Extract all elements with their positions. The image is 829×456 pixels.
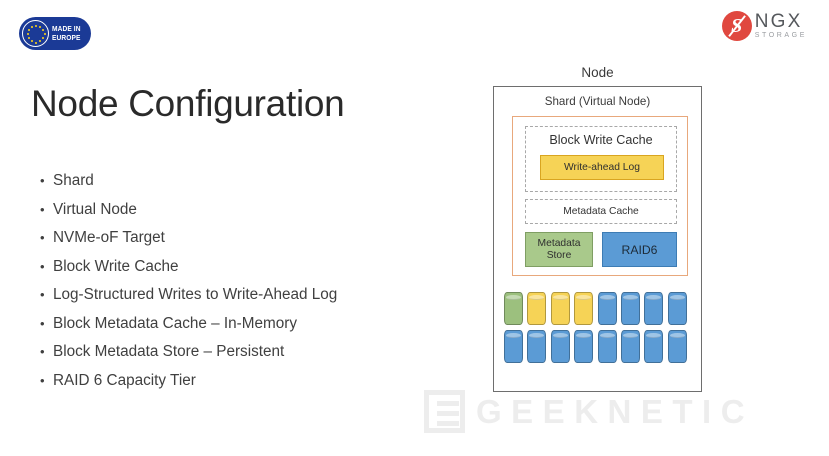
page-title: Node Configuration [31,83,345,124]
disk-cylinder [504,330,523,363]
raid6-box: RAID6 [602,232,677,267]
diagram-shard-container: Block Write Cache Write-ahead Log Metada… [512,116,688,276]
bullet-dot-icon: • [40,201,45,217]
diagram-node-container: Shard (Virtual Node) Block Write Cache W… [493,86,702,392]
bullet-dot-icon: • [40,287,45,302]
disk-cylinder [527,292,547,325]
doc-line [437,411,459,416]
ngx-circle-s-icon: S [721,11,752,41]
watermark-text: GEEKNETIC [476,392,755,430]
disk-cylinder [574,330,594,363]
list-item: • Block Write Cache [40,258,460,287]
disk-cylinder [597,330,617,363]
eu-star-icon [30,40,33,43]
bullet-list: • Shard • Virtual Node • NVMe-oF Target … [40,172,460,400]
bullet-dot-icon: • [40,344,45,359]
write-ahead-log-box: Write-ahead Log [540,155,664,180]
eu-star-icon [39,40,42,43]
list-item: • NVMe-oF Target [40,229,460,258]
disk-cylinder [574,292,594,325]
bullet-label: Virtual Node [53,200,137,218]
list-item: • Log-Structured Writes to Write-Ahead L… [40,286,460,315]
eu-badge-text: MADE IN EUROPE [52,24,81,42]
metadata-cache-box: Metadata Cache [525,199,677,224]
bullet-label: Block Metadata Cache – In-Memory [53,314,298,332]
bullet-label: NVMe-oF Target [53,229,165,246]
disk-cylinder [667,330,687,363]
ngx-brand-name: NGX [754,11,803,32]
eu-badge-line1: MADE IN [52,24,81,34]
bullet-dot-icon: • [40,230,45,245]
block-write-cache-label: Block Write Cache [549,133,653,147]
eu-star-icon [27,28,30,31]
disk-cylinder [597,292,617,325]
eu-stars-icon [22,20,49,47]
eu-star-icon [35,24,37,27]
eu-star-icon [26,33,29,35]
bullet-dot-icon: • [40,315,45,331]
doc-line [437,421,459,426]
eu-star-icon [27,37,30,40]
ngx-brand-subtitle: STORAGE [754,32,807,39]
ngx-mark-letter: S [731,14,743,37]
eu-star-icon [43,33,46,35]
bullet-label: Block Metadata Store – Persistent [53,343,285,360]
metadata-store-box: Metadata Store [525,232,593,267]
list-item: • Shard [40,172,460,201]
diagram-shard-label: Shard (Virtual Node) [544,95,651,108]
bullet-dot-icon: • [40,173,45,188]
disk-cylinder [644,330,664,363]
bullet-dot-icon: • [40,372,45,388]
bullet-label: Log-Structured Writes to Write-Ahead Log [53,286,338,303]
eu-star-icon [42,37,45,40]
eu-badge-line2: EUROPE [52,32,81,42]
diagram-node-label: Node [581,65,614,80]
disk-cylinder [504,292,523,325]
geeknetic-watermark: GEEKNETIC [424,390,754,433]
eu-star-icon [30,25,33,28]
diagram-block-write-cache-box: Block Write Cache Write-ahead Log [525,126,677,192]
list-item: • Virtual Node [40,201,460,230]
disk-cylinder [550,292,570,325]
eu-star-icon [39,25,42,28]
ngx-wordmark: NGX STORAGE [755,12,807,40]
disk-cylinder [620,330,640,363]
bullet-dot-icon: • [40,258,45,274]
disk-row-1 [504,292,694,325]
eu-star-icon [35,41,37,44]
ngx-storage-logo: S NGX STORAGE [721,10,807,42]
disk-array [504,292,694,368]
disk-cylinder [527,330,547,363]
disk-row-2 [504,330,694,363]
bullet-label: Block Write Cache [53,257,179,275]
made-in-europe-badge: MADE IN EUROPE [19,17,91,50]
disk-cylinder [644,292,664,325]
disk-cylinder [667,292,687,325]
bullet-label: RAID 6 Capacity Tier [53,371,196,389]
disk-cylinder [550,330,570,363]
bullet-label: Shard [53,172,94,189]
list-item: • Block Metadata Cache – In-Memory [40,315,460,344]
list-item: • RAID 6 Capacity Tier [40,372,460,401]
doc-line [437,401,459,406]
disk-cylinder [620,292,640,325]
list-item: • Block Metadata Store – Persistent [40,343,460,372]
eu-star-icon [42,28,45,31]
